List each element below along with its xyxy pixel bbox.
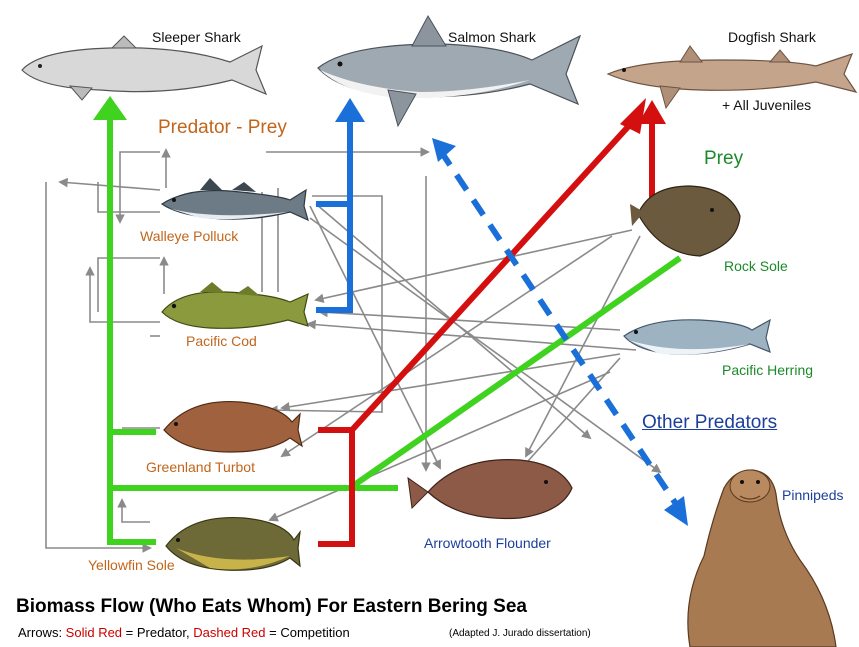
prey-heading: Prey xyxy=(704,148,743,170)
pacific-cod-illustration xyxy=(162,282,308,328)
rock-sole-label: Rock Sole xyxy=(724,258,788,274)
greenland-turbot-label: Greenland Turbot xyxy=(146,459,255,475)
blue-flow-lines xyxy=(316,98,365,310)
diagram-title: Biomass Flow (Who Eats Whom) For Eastern… xyxy=(16,596,527,618)
all-juveniles-label: + All Juveniles xyxy=(722,97,811,113)
pacific-herring-label: Pacific Herring xyxy=(722,362,813,378)
yellowfin-sole-illustration xyxy=(166,518,300,571)
salmon-shark-label: Salmon Shark xyxy=(448,29,536,45)
legend-prefix: Arrows: xyxy=(18,625,66,640)
arrowtooth-flounder-label: Arrowtooth Flounder xyxy=(424,535,551,551)
sleeper-shark-illustration xyxy=(22,36,266,100)
legend-dashed-meaning: = Competition xyxy=(266,625,350,640)
arrow-legend: Arrows: Solid Red = Predator, Dashed Red… xyxy=(18,625,350,640)
legend-solid-meaning: = Predator, xyxy=(122,625,193,640)
dogfish-shark-label: Dogfish Shark xyxy=(728,29,816,45)
source-credit: (Adapted J. Jurado dissertation) xyxy=(449,628,591,639)
legend-dashed-red: Dashed Red xyxy=(193,625,265,640)
predator-prey-heading: Predator - Prey xyxy=(158,117,287,139)
walleye-pollock-illustration xyxy=(162,178,308,220)
arrowtooth-flounder-illustration xyxy=(408,460,572,519)
pacific-cod-label: Pacific Cod xyxy=(186,333,257,349)
sleeper-shark-label: Sleeper Shark xyxy=(152,29,241,45)
pacific-herring-illustration xyxy=(624,320,770,355)
yellowfin-sole-label: Yellowfin Sole xyxy=(88,557,175,573)
walleye-pollock-label: Walleye Polluck xyxy=(140,228,238,244)
legend-solid-red: Solid Red xyxy=(66,625,122,640)
rock-sole-illustration xyxy=(630,186,740,256)
other-predators-heading: Other Predators xyxy=(642,412,777,434)
pinnipeds-label: Pinnipeds xyxy=(782,487,844,503)
greenland-turbot-illustration xyxy=(164,402,302,452)
